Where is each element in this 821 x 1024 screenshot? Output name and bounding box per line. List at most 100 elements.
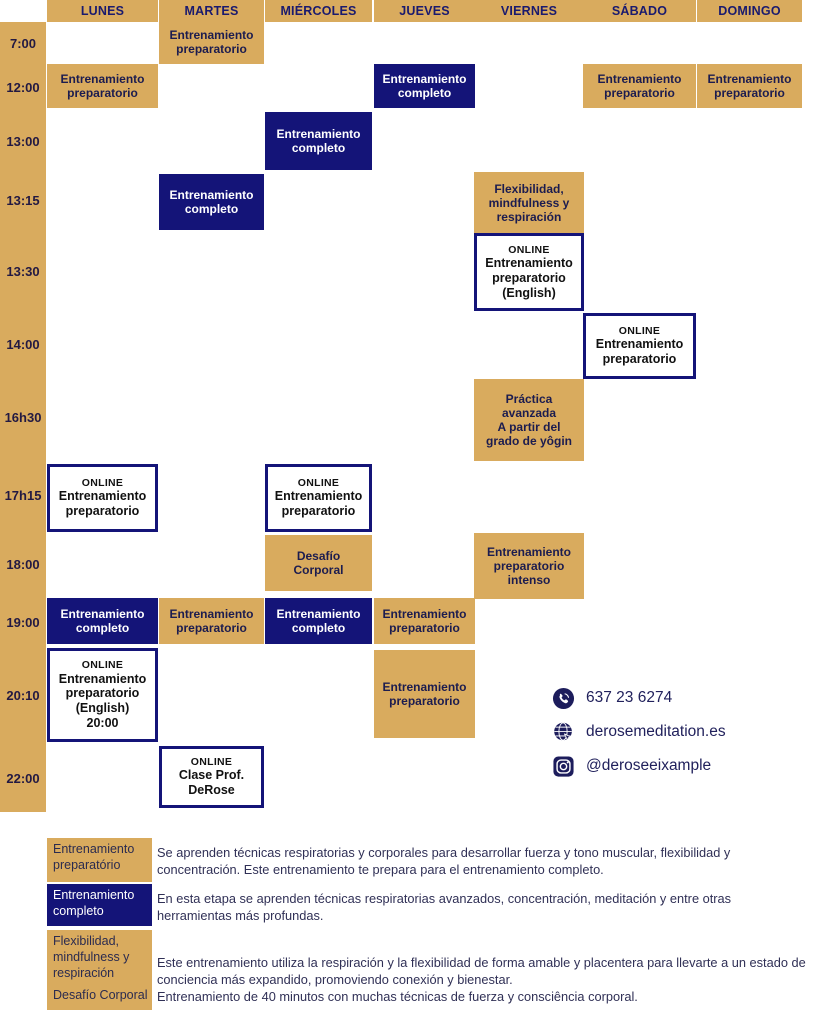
day-header-0[interactable]: LUNES	[47, 0, 158, 22]
event-line: Corporal	[293, 563, 344, 577]
event-line: preparatorio	[65, 686, 140, 701]
event-line: preparatorio	[65, 504, 140, 519]
legend-swatch: Entrenamiento completo	[47, 884, 152, 926]
event-line: Entrenamiento	[597, 71, 682, 86]
contact-row[interactable]: derosemeditation.es	[552, 715, 726, 749]
globe-icon	[552, 721, 575, 744]
event-line: Entrenamiento	[60, 606, 145, 621]
event-line: Entrenamiento	[382, 606, 467, 621]
event-line: preparatorio	[389, 621, 460, 635]
contact-text: 637 23 6274	[586, 689, 673, 706]
event-line: ONLINE	[81, 477, 124, 490]
event-line: avanzada	[501, 405, 557, 420]
event-line: Entrenamiento	[595, 337, 684, 352]
time-label-6: 16h30	[0, 375, 46, 460]
event-line: Entrenamiento	[60, 71, 145, 86]
event-line: ONLINE	[618, 325, 661, 338]
event-line: Práctica	[505, 391, 553, 406]
event-line: ONLINE	[508, 243, 550, 256]
time-label-7: 17h15	[0, 460, 46, 531]
time-label-5: 14:00	[0, 313, 46, 375]
event-line: preparatorio	[176, 42, 247, 56]
contact-block: 637 23 6274 derosemeditation.es @deroseeix…	[552, 681, 726, 783]
day-header-1[interactable]: MARTES	[159, 0, 264, 22]
event-line: mindfulness y	[488, 195, 570, 210]
event-line: Entrenamiento	[486, 544, 571, 559]
legend-swatch: Entrenamiento preparatório	[47, 838, 152, 882]
event-line: preparatorio	[67, 86, 138, 100]
event-line: preparatorio	[604, 86, 675, 100]
day-header-2[interactable]: MIÉRCOLES	[265, 0, 372, 22]
time-label-11: 22:00	[0, 745, 46, 812]
time-label-0: 7:00	[0, 22, 46, 64]
event-line: completo	[291, 141, 346, 155]
event-line: Entrenamiento	[169, 187, 254, 202]
event-line: Entrenamiento	[382, 71, 467, 86]
day-header-5[interactable]: SÁBADO	[583, 0, 696, 22]
event-line: completo	[184, 202, 239, 216]
time-label-8: 18:00	[0, 531, 46, 598]
event-line: Clase Prof.	[178, 768, 245, 783]
event-line: Entrenamiento	[58, 671, 147, 686]
legend-description: Se aprenden técnicas respiratorias y cor…	[157, 845, 731, 878]
contact-row[interactable]: @deroseeixample	[552, 749, 726, 783]
event-line: (English)	[75, 701, 130, 716]
event-line: ONLINE	[297, 477, 340, 490]
legend-swatch: Desafío Corporal	[47, 984, 152, 1010]
event-line: completo	[397, 86, 452, 100]
event-line: preparatorio	[492, 270, 566, 285]
time-label-9: 19:00	[0, 598, 46, 646]
event-line: completo	[75, 621, 130, 635]
day-header-6[interactable]: DOMINGO	[697, 0, 802, 22]
event-line: Entrenamiento	[169, 27, 254, 42]
event-line: Entrenamiento	[707, 71, 792, 86]
contact-text: derosemeditation.es	[586, 723, 726, 740]
event-line: preparatorio	[714, 86, 785, 100]
event-line: preparatorio	[176, 621, 247, 635]
event-line: preparatorio	[493, 558, 565, 573]
day-header-3[interactable]: JUEVES	[374, 0, 475, 22]
event-line: preparatorio	[602, 352, 677, 367]
time-label-3: 13:15	[0, 172, 46, 229]
event-line: A partir del	[497, 420, 561, 434]
legend-description: En esta etapa se aprenden técnicas respi…	[157, 891, 732, 924]
event-line: 20:00	[86, 715, 119, 730]
event-line: Entrenamiento	[58, 489, 147, 504]
event-line: DeRose	[188, 783, 235, 798]
event-line: Desafío	[296, 548, 341, 563]
event-line: respiración	[496, 210, 562, 225]
contact-row[interactable]: 637 23 6274	[552, 681, 726, 715]
event-line: Entrenamiento	[485, 256, 573, 271]
event-line: ONLINE	[190, 756, 233, 769]
time-label-1: 12:00	[0, 64, 46, 110]
event-line: Entrenamiento	[382, 679, 467, 694]
phone-icon	[552, 687, 575, 710]
contact-text: @deroseeixample	[586, 757, 712, 774]
day-header-4[interactable]: VIERNES	[474, 0, 584, 22]
event-line: completo	[291, 621, 346, 635]
event-line: Entrenamiento	[274, 489, 363, 504]
